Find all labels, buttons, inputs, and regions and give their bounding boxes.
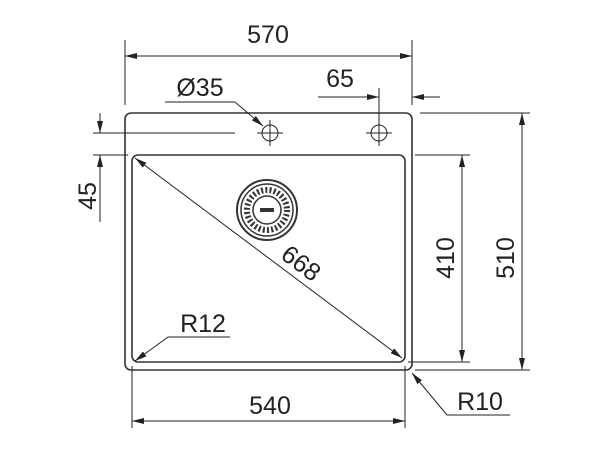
tap-diameter-label: Ø35 [176, 74, 223, 102]
dimension-diagonal: 668 [134, 157, 403, 359]
dimension-tap-diameter: Ø35 [165, 74, 264, 127]
tap-hole-left [257, 120, 283, 146]
dimension-tap-depth: 45 [74, 113, 235, 222]
diagonal-label: 668 [276, 240, 326, 287]
overall-depth-label: 510 [492, 237, 520, 279]
dimension-outer-radius: R10 [411, 372, 510, 416]
tap-depth-label: 45 [74, 182, 102, 210]
bowl-outline [131, 154, 406, 363]
sink-outer-outline [124, 112, 413, 371]
bowl-depth-label: 410 [432, 237, 460, 279]
dimension-bowl-radius: R12 [134, 310, 230, 362]
bowl-width-label: 540 [249, 392, 291, 420]
dimension-overall-width: 570 [124, 21, 413, 105]
outer-radius-label: R10 [457, 388, 503, 416]
drain-strainer-icon [236, 179, 298, 241]
dimension-bowl-width: 540 [131, 366, 406, 428]
dimension-bowl-depth: 410 [408, 154, 470, 363]
bowl-radius-label: R12 [180, 310, 226, 338]
dimension-overall-depth: 510 [415, 113, 530, 371]
dimension-tap-offset: 65 [318, 65, 530, 146]
tap-offset-label: 65 [326, 65, 354, 93]
overall-width-label: 570 [247, 21, 289, 49]
